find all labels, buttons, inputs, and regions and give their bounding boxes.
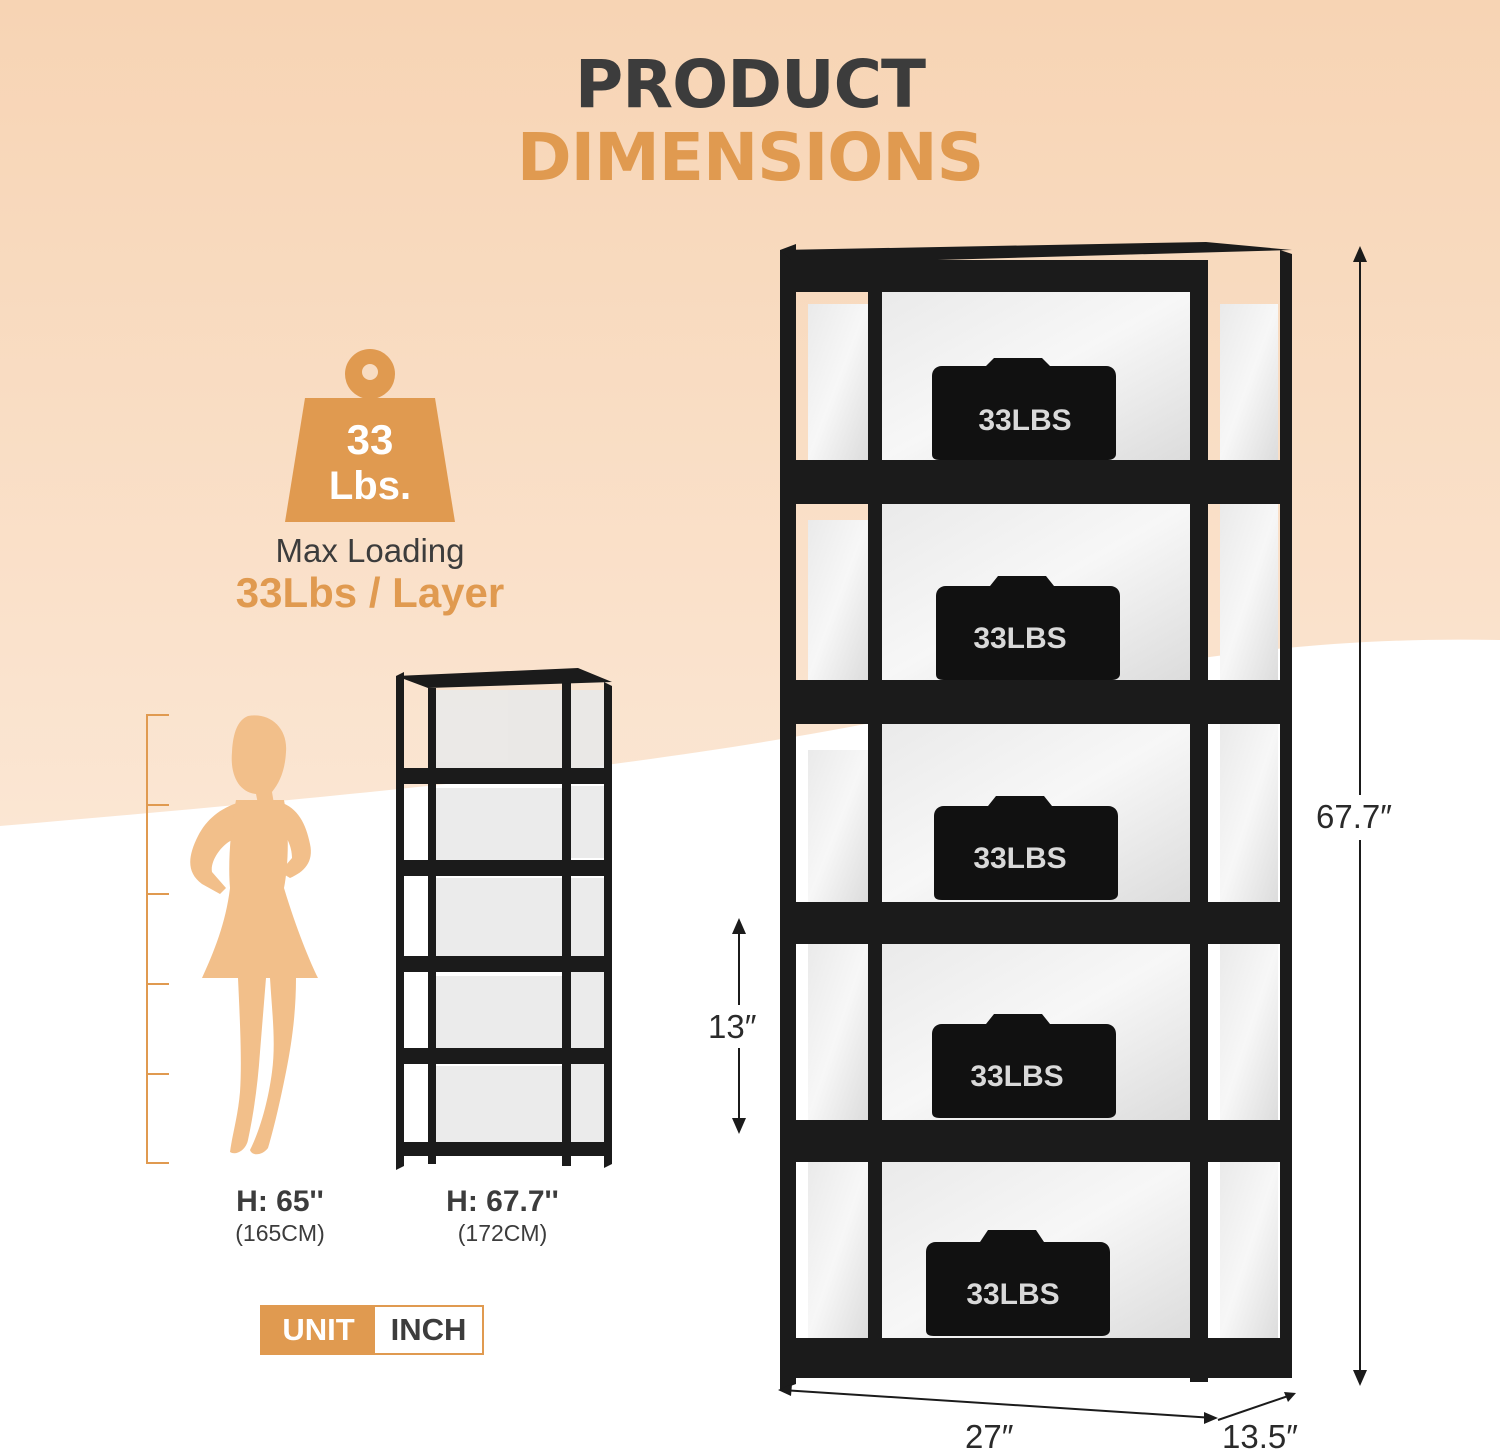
weight-icon — [285, 349, 455, 522]
width-dimension: 27″ — [965, 1418, 1014, 1454]
shelf-weight-label-5: 33LBS — [966, 1278, 1060, 1311]
max-loading-value: 33Lbs / Layer — [235, 569, 505, 616]
weight-number: 33 — [346, 416, 394, 463]
unit-indicator: UNIT INCH — [260, 1305, 484, 1355]
title-line-1: PRODUCT — [574, 46, 926, 123]
small-shelf-illustration — [396, 668, 612, 1170]
unit-label: UNIT — [262, 1307, 375, 1353]
person-height-cm: (165CM) — [235, 1220, 325, 1246]
weight-unit: Lbs. — [328, 464, 412, 508]
shelf-height: H: 67.7'' — [446, 1185, 559, 1218]
title-line-2: DIMENSIONS — [516, 119, 984, 196]
unit-value: INCH — [375, 1307, 482, 1353]
height-dimension: 67.7″ — [1316, 798, 1392, 835]
person-height: H: 65'' — [236, 1185, 324, 1218]
shelf-weight-label-3: 33LBS — [973, 842, 1067, 875]
large-shelf-illustration — [780, 242, 1292, 1390]
height-scale — [146, 714, 169, 1164]
layer-gap-dimension: 13″ — [708, 1008, 757, 1045]
shelf-weight-label-2: 33LBS — [973, 622, 1067, 655]
shelf-weight-label-1: 33LBS — [978, 404, 1072, 437]
depth-dimension: 13.5″ — [1222, 1418, 1298, 1454]
shelf-height-cm: (172CM) — [457, 1220, 548, 1246]
max-loading-label: Max Loading — [275, 532, 465, 569]
shelf-weight-label-4: 33LBS — [970, 1060, 1064, 1093]
woman-silhouette-icon — [190, 715, 318, 1155]
